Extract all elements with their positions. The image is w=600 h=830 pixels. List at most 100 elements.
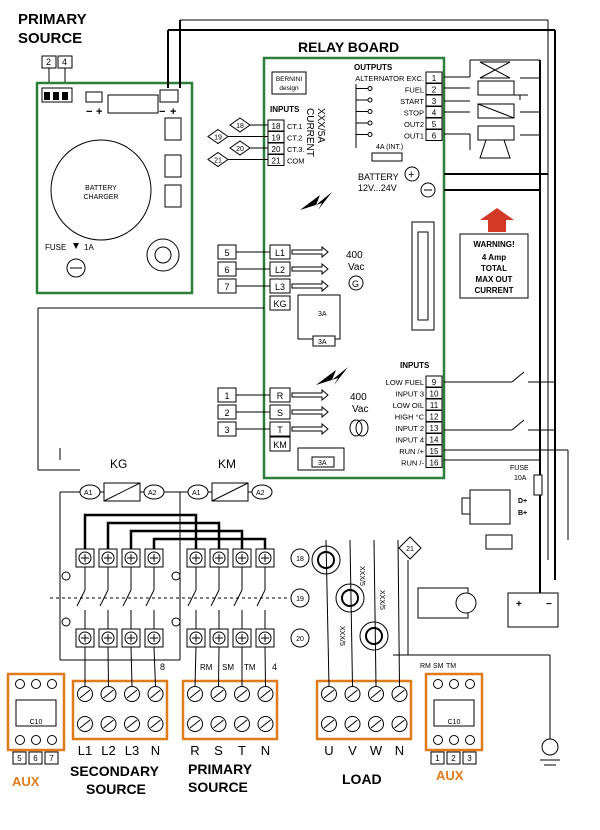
aux-sense-sm: SM [433, 663, 444, 670]
current-transformers: XXX/5 XXX/5 XXX/5 [311, 545, 560, 766]
svg-text:A1: A1 [192, 490, 201, 497]
gen-terminal-L2 [269, 261, 291, 277]
warning-box: WARNING! 4 Amp TOTAL MAX OUT CURRENT [459, 208, 529, 299]
charger-label-2: CHARGER [83, 194, 118, 201]
svg-text:+: + [96, 106, 102, 118]
svg-text:CURRENT: CURRENT [474, 286, 513, 295]
output-label-5: OUT2 [404, 120, 424, 129]
input-terminal-num-9: 9 [432, 378, 437, 387]
primary-source-title-1: PRIMARY [18, 11, 87, 28]
svg-text:3A: 3A [318, 339, 327, 346]
ct-marker-num-19: 19 [296, 596, 304, 603]
gen-arrow [291, 245, 329, 259]
gen-ext-num-6: 6 [224, 265, 229, 275]
primary-source-bottom-2: SOURCE [188, 779, 248, 795]
km-fuse-label: 3A [318, 460, 327, 467]
input-terminal-16 [425, 456, 443, 468]
mains-voltage-1: 400 [350, 392, 367, 403]
relay-board: RELAY BOARD BERNINI design OUTPUTS INPUT… [207, 39, 446, 480]
digital-inputs-title: INPUTS [400, 361, 430, 370]
mains-arrow [291, 388, 329, 402]
aux-left-module-model: C10 [30, 719, 43, 726]
gen-terminal-label-L3: L3 [275, 282, 285, 292]
output-label-3: START [400, 97, 424, 106]
svg-text:MAX OUT: MAX OUT [476, 275, 513, 284]
primary-terminal-label: R [190, 743, 199, 758]
svg-text:1A: 1A [84, 243, 94, 252]
gen-terminal-label-L2: L2 [275, 265, 285, 275]
ct-tag-diamond [229, 140, 251, 156]
aux-sense-rm: RM [420, 663, 431, 670]
contactor-pole [187, 589, 197, 607]
input-label-13: INPUT 2 [395, 424, 424, 433]
load-bus-bar [106, 521, 221, 549]
generator-symbol: G [352, 279, 359, 289]
relay-board-title: RELAY BOARD [298, 39, 399, 55]
aux-right-module-num-2: 2 [451, 754, 456, 763]
ct-marker-num-18: 18 [296, 556, 304, 563]
ct-label-21: COM [287, 157, 305, 166]
input-terminal-num-15: 15 [430, 447, 439, 456]
svg-text:TOTAL: TOTAL [481, 264, 507, 273]
bottom-labels: AUX AUX SECONDARY SOURCE PRIMARY SOURCE … [12, 761, 464, 797]
aux-right-module-model: C10 [448, 719, 461, 726]
bernini-logo-1: BERNINI [276, 76, 303, 83]
svg-text:10A: 10A [514, 475, 527, 482]
output-label-4: STOP [404, 109, 424, 118]
output-terminal-num-5: 5 [432, 120, 437, 129]
svg-text:A2: A2 [256, 490, 265, 497]
svg-text:4 Amp: 4 Amp [482, 253, 506, 262]
svg-text:4: 4 [62, 57, 67, 67]
svg-text:+: + [170, 106, 176, 118]
svg-text:A1: A1 [84, 490, 93, 497]
input-label-14: INPUT 4 [395, 436, 424, 445]
primary-source-title-2: SOURCE [18, 30, 82, 47]
output-contact-dot [367, 97, 373, 103]
sense-rm: RM [200, 663, 213, 672]
svg-text:A2: A2 [148, 490, 157, 497]
output-contact-dot [367, 120, 373, 126]
load-terminal-label: V [348, 743, 357, 758]
input-terminal-num-12: 12 [430, 413, 439, 422]
secondary-terminal-label: L1 [78, 743, 92, 758]
contactor-coils: KG KM A1 A2 A1 A2 [59, 448, 273, 502]
kg-fuse-label: 3A [318, 311, 327, 318]
primary-source-bottom-1: PRIMARY [188, 761, 253, 777]
output-terminal-num-4: 4 [432, 109, 437, 118]
gen-ext-num-7: 7 [224, 282, 229, 292]
load-bus-bar [152, 537, 267, 549]
term-8: 8 [160, 662, 165, 672]
bernini-logo-2: design [279, 85, 299, 92]
output-label-1: ALTERNATOR EXC. [355, 74, 424, 83]
battery-charger: − + − + BATTERY CHARGER FUSE 1A [35, 81, 194, 295]
input-terminal-num-13: 13 [430, 424, 439, 433]
gen-terminal-L3 [269, 278, 291, 294]
contactor-power-block [50, 492, 290, 661]
output-terminal-num-1: 1 [432, 74, 437, 83]
ct-tag-num-21: 21 [214, 158, 222, 165]
aux-right-module-num-1: 1 [435, 754, 440, 763]
contactor-pole [145, 589, 155, 607]
ct-tag-diamond [207, 151, 229, 168]
mains-ext-num-1: 1 [224, 391, 229, 401]
input-label-12: HIGH °C [395, 413, 425, 422]
aux-left-module-num-5: 5 [17, 754, 22, 763]
mains-ext-num-2: 2 [224, 408, 229, 418]
battery-label: BATTERY [358, 172, 399, 182]
kg-coil-label: KG [110, 457, 127, 471]
svg-text:XXX/5: XXX/5 [378, 590, 385, 610]
svg-text:−: − [546, 599, 552, 610]
svg-text:D+: D+ [518, 498, 527, 505]
ct-label-19: CT.2 [287, 134, 302, 143]
svg-text:XXX/5: XXX/5 [358, 566, 365, 586]
gen-arrow [291, 262, 329, 276]
sense-tm: TM [244, 663, 256, 672]
input-label-9: LOW FUEL [386, 378, 424, 387]
load-terminal-label: W [370, 743, 383, 758]
ct-terminal-num-18: 18 [272, 122, 281, 131]
battery-voltage: 12V...24V [358, 183, 397, 193]
svg-text:−: − [159, 106, 165, 118]
current-label-1: XXX/5A [315, 108, 326, 143]
ct-marker-num-20: 20 [296, 636, 304, 643]
